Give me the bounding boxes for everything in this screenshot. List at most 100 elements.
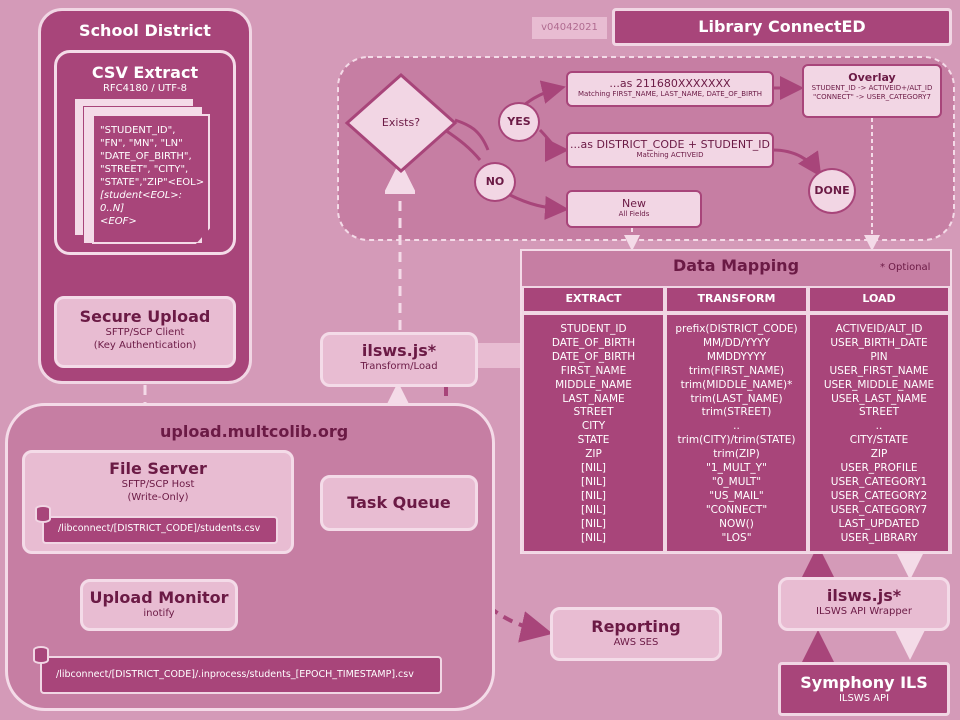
extract-row: [NIL] <box>581 503 606 516</box>
csv-title: CSV Extract <box>91 63 199 82</box>
extract-row: STREET <box>573 406 614 419</box>
overlay-title: Overlay <box>848 71 896 84</box>
extract-row: ZIP <box>585 448 602 461</box>
transform-row: "CONNECT" <box>705 503 768 516</box>
transform-row: "US_MAIL" <box>709 489 764 502</box>
inprocess-path: /libconnect/[DISTRICT_CODE]/.inprocess/s… <box>40 656 442 694</box>
ilsws-wrapper-sub: ILSWS API Wrapper <box>816 606 912 617</box>
school-district-title: School District <box>79 21 211 40</box>
reporting-sub: AWS SES <box>613 637 659 648</box>
csv-document: "STUDENT_ID", "FN", "MN", "LN" "DATE_OF_… <box>92 114 210 244</box>
extract-row: CITY <box>581 420 606 433</box>
optional-note: * Optional <box>880 262 931 273</box>
match-id-box: ...as 211680XXXXXXX Matching FIRST_NAME,… <box>566 71 774 107</box>
load-row: USER_LAST_NAME <box>831 392 927 405</box>
overlay-line1: STUDENT_ID -> ACTIVEID+/ALT_ID <box>811 84 933 92</box>
extract-row: LAST_NAME <box>562 392 625 405</box>
load-row: CITY/STATE <box>849 434 909 447</box>
ilsws-transform-title: ilsws.js* <box>361 341 437 360</box>
match-district-sub: Matching ACTIVEID <box>636 151 704 159</box>
load-row: .. <box>875 420 883 433</box>
extract-row: STATE <box>577 434 610 447</box>
new-sub: All Fields <box>618 210 650 218</box>
csv-line: "FN", "MN", "LN" <box>100 138 183 149</box>
csv-line: <EOF> <box>100 216 137 227</box>
overlay-line2: "CONNECT" -> USER_CATEGORY7 <box>812 93 931 101</box>
load-row: ACTIVEID/ALT_ID <box>835 323 923 335</box>
new-box: New All Fields <box>566 190 702 228</box>
transform-row: "0_MULT" <box>711 475 762 488</box>
load-row: USER_LIBRARY <box>840 531 918 544</box>
match-id-title: ...as 211680XXXXXXX <box>609 77 731 90</box>
extract-row: [NIL] <box>581 531 606 544</box>
transform-row: "1_MULT_Y" <box>706 462 767 475</box>
transform-row: MMDDYYYY <box>706 350 767 363</box>
upload-monitor-box: Upload Monitor inotify <box>80 579 238 631</box>
match-district-box: ...as DISTRICT_CODE + STUDENT_ID Matchin… <box>566 132 774 168</box>
done-node: DONE <box>808 168 856 214</box>
yes-node: YES <box>498 102 540 142</box>
load-row: LAST_UPDATED <box>838 517 920 530</box>
task-queue-box: Task Queue <box>320 475 478 531</box>
ilsws-transform-sub: Transform/Load <box>360 361 438 372</box>
exists-diamond <box>344 72 458 174</box>
transform-row: trim(STREET) <box>701 406 772 419</box>
match-district-title: ...as DISTRICT_CODE + STUDENT_ID <box>570 138 770 151</box>
ilsws-transform-box: ilsws.js* Transform/Load <box>320 332 478 387</box>
transform-row: "LOS" <box>721 531 752 544</box>
secure-upload-line1: SFTP/SCP Client <box>105 327 185 338</box>
upload-monitor-title: Upload Monitor <box>89 588 229 607</box>
load-row: USER_BIRTH_DATE <box>830 336 928 349</box>
extract-header: EXTRACT <box>522 286 665 313</box>
extract-row: DATE_OF_BIRTH <box>551 336 636 349</box>
csv-subtitle: RFC4180 / UTF-8 <box>102 83 187 94</box>
overlay-box: Overlay STUDENT_ID -> ACTIVEID+/ALT_ID "… <box>802 64 942 118</box>
load-row: USER_MIDDLE_NAME <box>823 378 935 391</box>
data-mapping-title: Data Mapping <box>672 256 800 275</box>
load-header: LOAD <box>808 286 950 313</box>
load-row: USER_PROFILE <box>840 462 918 475</box>
transform-row: MM/DD/YYYY <box>702 336 771 349</box>
students-csv-path: /libconnect/[DISTRICT_CODE]/students.csv <box>42 516 278 544</box>
csv-line: "STUDENT_ID", <box>100 125 176 136</box>
csv-line: "DATE_OF_BIRTH", <box>100 151 192 162</box>
load-row: STREET <box>858 406 900 419</box>
upload-monitor-sub: inotify <box>143 608 175 619</box>
extract-row: DATE_OF_BIRTH <box>551 350 636 363</box>
load-row: ZIP <box>870 448 888 461</box>
transform-row: trim(MIDDLE_NAME)* <box>680 378 793 391</box>
load-row: PIN <box>870 350 888 363</box>
exists-label: Exists? <box>381 116 421 129</box>
version-label: v04042021 <box>532 17 607 39</box>
database-icon <box>33 646 49 664</box>
ilsws-wrapper-title: ilsws.js* <box>826 586 902 605</box>
load-row: USER_CATEGORY1 <box>830 475 928 488</box>
load-row: USER_FIRST_NAME <box>829 364 929 377</box>
secure-upload-title: Secure Upload <box>79 307 211 326</box>
secure-upload-line2: (Key Authentication) <box>93 340 197 351</box>
extract-row: FIRST_NAME <box>560 364 627 377</box>
transform-header: TRANSFORM <box>665 286 808 313</box>
symphony-title: Symphony ILS <box>800 673 928 692</box>
csv-line: [student<EOL>: 0..N] <box>100 190 183 214</box>
load-row: USER_CATEGORY2 <box>830 489 928 502</box>
file-server-title: File Server <box>109 459 207 478</box>
transform-row: trim(CITY)/trim(STATE) <box>677 434 796 447</box>
secure-upload-box: Secure Upload SFTP/SCP Client (Key Authe… <box>54 296 236 368</box>
transform-row: prefix(DISTRICT_CODE) <box>675 323 798 335</box>
csv-line: "STREET", "CITY", <box>100 164 189 175</box>
database-icon <box>35 505 51 523</box>
transform-row: trim(ZIP) <box>713 448 760 461</box>
transform-row: trim(LAST_NAME) <box>690 392 783 405</box>
reporting-title: Reporting <box>591 617 681 636</box>
transform-row: trim(FIRST_NAME) <box>688 364 785 377</box>
extract-row: [NIL] <box>581 517 606 530</box>
no-node: NO <box>474 162 516 202</box>
new-title: New <box>622 197 646 210</box>
load-row: USER_CATEGORY7 <box>830 503 928 516</box>
page-title: Library ConnectED <box>612 8 952 46</box>
file-server-line2: (Write-Only) <box>127 492 189 503</box>
extract-row: [NIL] <box>581 462 606 475</box>
